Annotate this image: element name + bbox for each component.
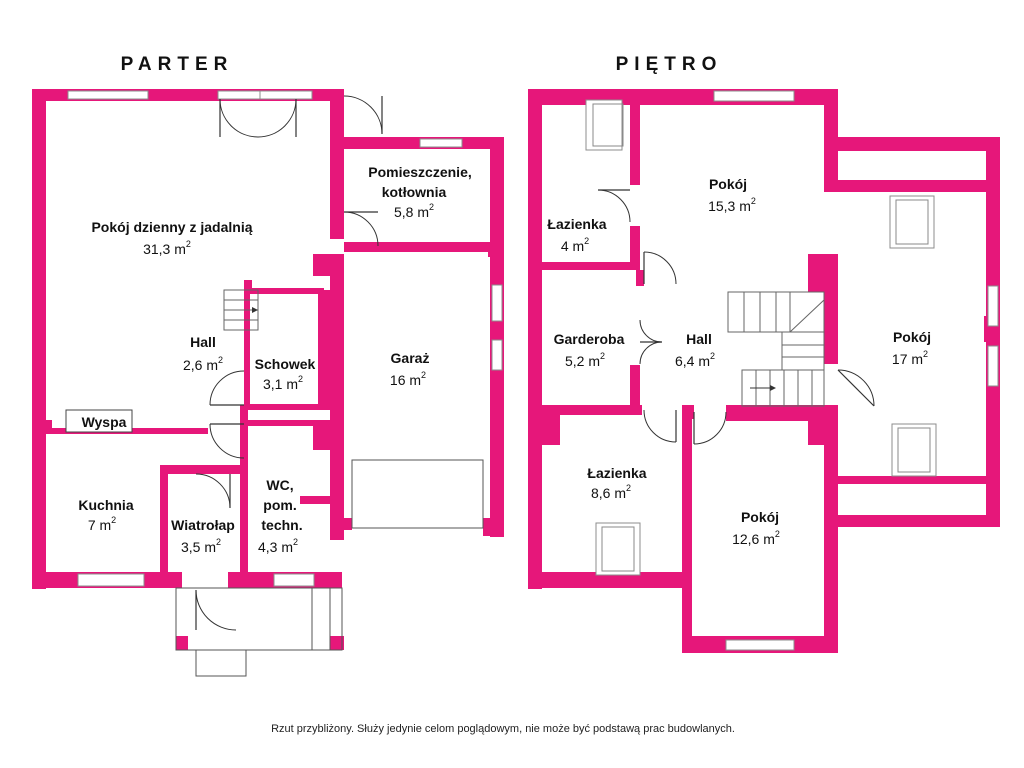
upper-floor: PIĘTRO [528,54,1000,653]
room3-label: Pokój 12,6 m2 [732,509,780,547]
room1-label: Pokój 15,3 m2 [708,176,756,214]
boiler-room-name-line2: kotłownia [382,184,447,200]
wc-area: 4,3 m [258,539,293,555]
hall-area: 2,6 m [183,357,218,373]
bath1-name: Łazienka [547,216,606,232]
wardrobe-label: Garderoba 5,2 m2 [554,331,625,369]
bath1-label: Łazienka 4 m2 [547,216,606,254]
ground-floor-walls [32,89,504,650]
room3-area: 12,6 m [732,531,775,547]
svg-text:5,8 m2: 5,8 m2 [394,202,434,220]
vestibule-label: Wiatrołap 3,5 m2 [171,517,235,555]
hall2-name: Hall [686,331,712,347]
upper-floor-title: PIĘTRO [616,54,723,75]
wc-label: WC, pom. techn. 4,3 m2 [258,477,303,555]
room2-name: Pokój [893,329,931,345]
living-room-name: Pokój dzienny z jadalnią [91,219,252,235]
kitchen-label: Kuchnia 7 m2 [78,497,133,533]
bath2-area: 8,6 m [591,485,626,501]
svg-text:2,6 m2: 2,6 m2 [183,355,223,373]
garage-area: 16 m [390,372,421,388]
svg-text:7 m2: 7 m2 [88,515,116,533]
ground-floor-title: PARTER [121,54,234,75]
svg-text:4 m2: 4 m2 [561,236,589,254]
upper-floor-stairs [727,291,825,407]
kitchen-name: Kuchnia [78,497,133,513]
boiler-room-label: Pomieszczenie, kotłownia 5,8 m2 [368,164,472,220]
boiler-room-area: 5,8 m [394,204,429,220]
upper-floor-doors [597,189,875,445]
bath2-label: Łazienka 8,6 m2 [587,465,646,501]
ground-floor: PARTER [32,54,504,677]
storage-area: 3,1 m [263,376,298,392]
boiler-room-name-line1: Pomieszczenie, [368,164,472,180]
room1-name: Pokój [709,176,747,192]
upper-floor-windows [585,90,999,651]
svg-text:3,5 m2: 3,5 m2 [181,537,221,555]
hall2-label: Hall 6,4 m2 [675,331,715,369]
hall-name: Hall [190,334,216,350]
wc-name-line2: pom. [263,497,296,513]
svg-text:17 m2: 17 m2 [892,349,928,367]
kitchen-area: 7 m [88,517,111,533]
vestibule-area: 3,5 m [181,539,216,555]
bath2-name: Łazienka [587,465,646,481]
svg-text:5,2 m2: 5,2 m2 [565,351,605,369]
hall-label: Hall 2,6 m2 [183,334,223,373]
svg-text:8,6 m2: 8,6 m2 [591,483,631,501]
svg-text:3,1 m2: 3,1 m2 [263,374,303,392]
storage-name: Schowek [255,356,316,372]
vestibule-name: Wiatrołap [171,517,235,533]
wardrobe-area: 5,2 m [565,353,600,369]
room3-name: Pokój [741,509,779,525]
ground-floor-doors [195,95,383,631]
island-label: Wyspa [82,414,127,430]
disclaimer-note: Rzut przybliżony. Służy jedynie celom po… [271,723,735,735]
ground-floor-fixtures [65,289,484,677]
bath1-area: 4 m [561,238,584,254]
upper-floor-walls [528,89,1000,653]
svg-text:16 m2: 16 m2 [390,370,426,388]
living-room-label: Pokój dzienny z jadalnią 31,3 m2 [91,219,252,257]
hall2-area: 6,4 m [675,353,710,369]
wc-name-line3: techn. [261,517,302,533]
svg-text:15,3 m2: 15,3 m2 [708,196,756,214]
svg-text:4,3 m2: 4,3 m2 [258,537,298,555]
room2-area: 17 m [892,351,923,367]
svg-text:31,3 m2: 31,3 m2 [143,239,191,257]
ground-floor-windows [67,90,503,587]
svg-text:12,6 m2: 12,6 m2 [732,529,780,547]
room2-label: Pokój 17 m2 [892,329,931,367]
room1-area: 15,3 m [708,198,751,214]
svg-text:6,4 m2: 6,4 m2 [675,351,715,369]
storage-label: Schowek 3,1 m2 [255,356,316,392]
garage-label: Garaż 16 m2 [390,350,430,388]
wc-name-line1: WC, [266,477,293,493]
wardrobe-name: Garderoba [554,331,625,347]
garage-name: Garaż [391,350,430,366]
living-room-area: 31,3 m [143,241,186,257]
